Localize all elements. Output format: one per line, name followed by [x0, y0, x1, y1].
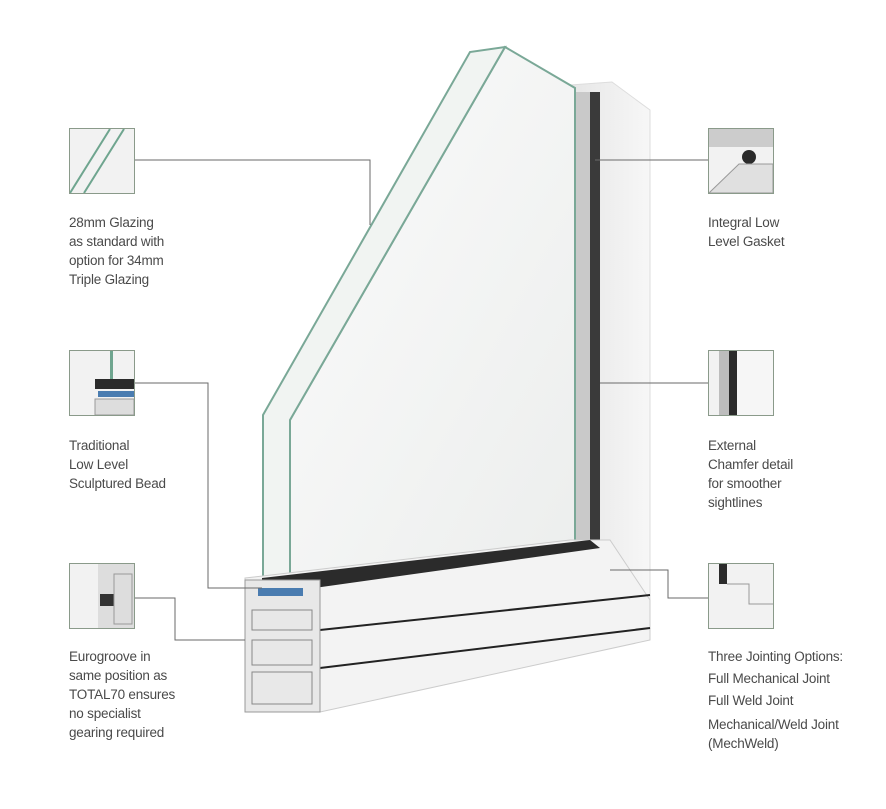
label-line: as standard with [69, 234, 165, 249]
joint-detail-thumbnail [708, 563, 774, 629]
label-line: Chamfer detail [708, 457, 793, 472]
label-line: (MechWeld) [708, 736, 779, 751]
jointing-label: Three Jointing Options: Full Mechanical … [708, 646, 843, 753]
label-line: option for 34mm [69, 253, 164, 268]
label-line: same position as [69, 668, 168, 683]
label-line: Full Weld Joint [708, 693, 794, 708]
label-line: no specialist [69, 706, 141, 721]
bead-label: Traditional Low Level Sculptured Bead [69, 436, 166, 493]
label-line: Three Jointing Options: [708, 649, 843, 664]
frame-chamfer [590, 92, 600, 548]
label-line: Integral Low [708, 215, 780, 230]
leader-joint [610, 569, 708, 599]
glazing-label: 28mm Glazing as standard with option for… [69, 213, 164, 289]
label-line: for smoother [708, 476, 782, 491]
label-line: Level Gasket [708, 234, 785, 249]
label-line: Full Mechanical Joint [708, 671, 830, 686]
label-line: Low Level [69, 457, 128, 472]
leader-eurogroove [133, 597, 245, 641]
label-line: TOTAL70 ensures [69, 687, 176, 702]
chamfer-detail-thumbnail [708, 350, 774, 416]
label-line: 28mm Glazing [69, 215, 154, 230]
label-line: sightlines [708, 495, 763, 510]
label-line: Mechanical/Weld Joint [708, 717, 839, 732]
eurogroove-detail-thumbnail [69, 563, 135, 629]
gasket-detail-thumbnail [708, 128, 774, 194]
leader-glazing [133, 159, 371, 225]
label-line: Traditional [69, 438, 130, 453]
profile-cross-section [244, 579, 321, 713]
glazing-detail-thumbnail [69, 128, 135, 194]
label-line: Triple Glazing [69, 272, 149, 287]
bead-detail-thumbnail [69, 350, 135, 416]
label-line: Sculptured Bead [69, 476, 166, 491]
label-line: Eurogroove in [69, 649, 151, 664]
eurogroove-label: Eurogroove in same position as TOTAL70 e… [69, 647, 175, 742]
label-line: External [708, 438, 756, 453]
leader-bead [133, 382, 262, 589]
label-line: gearing required [69, 725, 165, 740]
bottom-gasket [262, 540, 600, 590]
chamfer-label: External Chamfer detail for smoother sig… [708, 436, 793, 512]
leader-lines [133, 159, 708, 641]
gasket-label: Integral Low Level Gasket [708, 213, 785, 251]
